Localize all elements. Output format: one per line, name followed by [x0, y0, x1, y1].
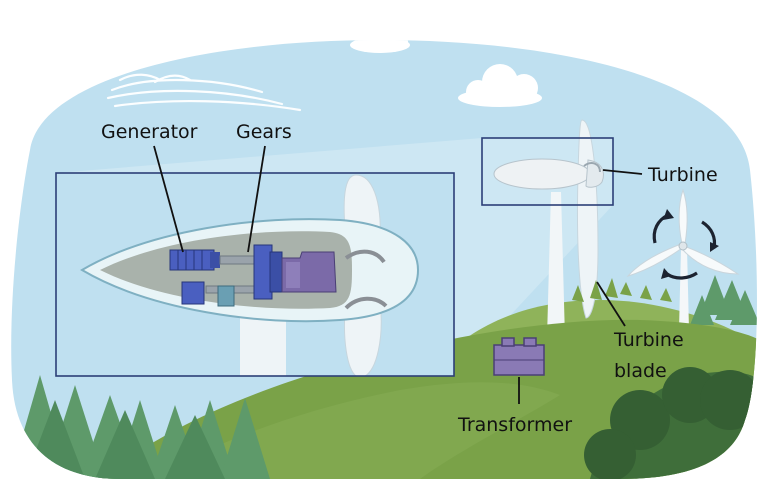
label-transformer: Transformer — [457, 414, 572, 436]
label-turbine-blade-line2: blade — [614, 360, 667, 382]
turbine-leader — [602, 169, 643, 175]
main-nacelle — [493, 158, 591, 190]
small-turbine — [626, 188, 740, 330]
small-tower — [679, 248, 689, 330]
inset-border — [55, 172, 455, 377]
label-turbine: Turbine — [647, 164, 718, 186]
turbine-blade-leader — [596, 281, 626, 327]
yaw-motor — [181, 281, 205, 305]
cloud — [350, 40, 410, 53]
gears-leader — [247, 145, 266, 253]
generator-unit — [169, 249, 215, 271]
drive-shaft — [219, 255, 257, 265]
wind-streaks — [106, 73, 302, 112]
cloud — [458, 64, 542, 107]
label-turbine-blade-line1: Turbine — [613, 329, 684, 351]
gears-unit — [253, 244, 273, 300]
label-gears: Gears — [236, 121, 292, 143]
tree-cluster-right — [690, 275, 757, 325]
ridge-grass — [572, 278, 672, 302]
inset-hub-arc — [344, 249, 386, 264]
transformer-box — [493, 337, 545, 376]
label-generator: Generator — [101, 121, 198, 143]
main-hub-rim — [583, 162, 601, 173]
leader-lines — [153, 145, 643, 404]
generator-leader — [153, 145, 184, 253]
